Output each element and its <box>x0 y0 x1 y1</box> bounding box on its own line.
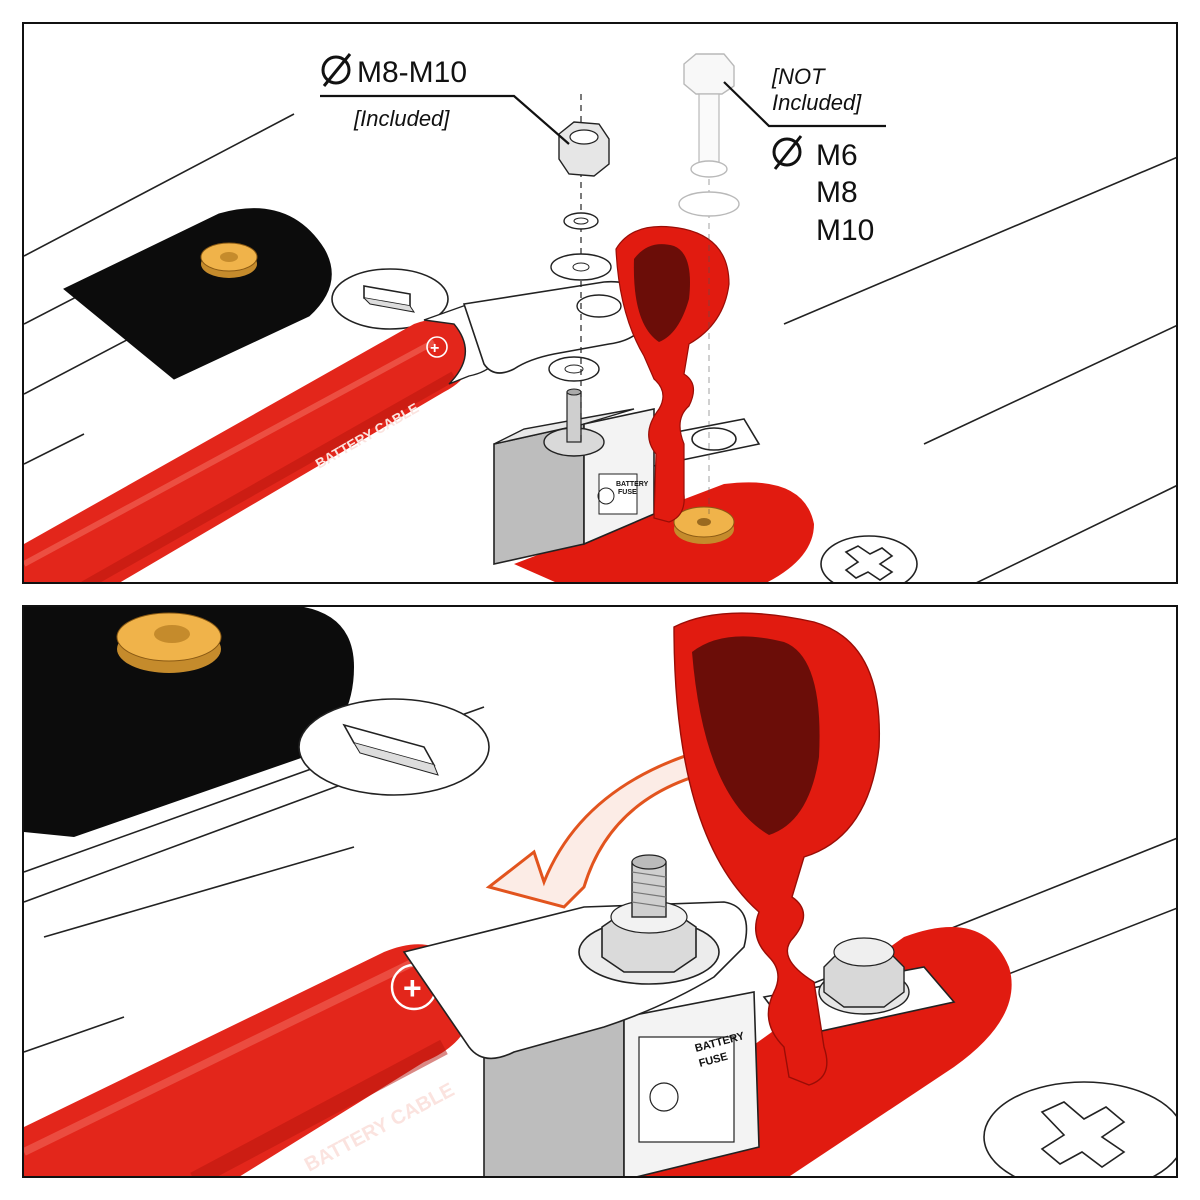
not-included-note-1: [NOT <box>771 64 826 89</box>
not-included-size-label: [NOT Included] M6 M8 M10 <box>771 64 874 247</box>
curved-arrow-icon <box>485 745 738 909</box>
minus-terminal-icon <box>331 268 449 330</box>
battery-black-pad <box>24 607 354 837</box>
plus-symbol-circle <box>426 336 448 358</box>
included-hardware <box>550 94 612 444</box>
included-note: [Included] <box>353 106 450 131</box>
size-m6: M6 <box>816 139 858 172</box>
bottom-panel-assembled-view: BATTERY FUSE + BATTERY CABLE <box>22 605 1178 1178</box>
fuse-logo-icon <box>597 487 615 505</box>
battery-cable: + BATTERY CABLE <box>24 944 472 1176</box>
leader-lines <box>320 81 886 145</box>
plus-terminal-icon <box>820 535 918 582</box>
top-diagram: BATTERY FUSE + BATTERY CABLE <box>24 53 1176 582</box>
cable-plus-sign: + <box>403 970 422 1006</box>
center-stud-assembly <box>543 356 605 457</box>
threaded-insert-washer <box>116 612 222 673</box>
hex-nut-icon <box>578 854 720 985</box>
fuse-label-line1: BATTERY <box>616 481 649 488</box>
included-size: M8-M10 <box>357 56 467 89</box>
size-m8: M8 <box>816 176 858 209</box>
not-included-note-2: Included] <box>772 90 862 115</box>
battery-lid-lines <box>24 113 1176 582</box>
bolt-icon <box>683 53 735 165</box>
battery-cable: + BATTERY CABLE <box>24 302 507 582</box>
included-size-label: M8-M10 [Included] <box>321 53 467 131</box>
battery-black-pad <box>63 208 332 380</box>
size-m10: M10 <box>816 214 874 247</box>
fuse-logo-icon <box>649 1082 679 1112</box>
cable-plus-sign: + <box>430 340 439 357</box>
plus-terminal-icon <box>983 1081 1176 1176</box>
not-included-hardware <box>678 53 740 514</box>
hex-nut-icon <box>558 121 610 177</box>
minus-terminal-icon <box>298 698 490 796</box>
fuse-label-line2: FUSE <box>618 489 637 496</box>
threaded-insert-washer <box>200 242 258 278</box>
fuse-block: BATTERY FUSE <box>493 408 655 565</box>
bottom-diagram: BATTERY FUSE + BATTERY CABLE <box>24 607 1176 1176</box>
top-panel-exploded-view: BATTERY FUSE + BATTERY CABLE <box>22 22 1178 584</box>
positive-washer <box>673 506 735 544</box>
positive-red-pad <box>514 482 814 582</box>
